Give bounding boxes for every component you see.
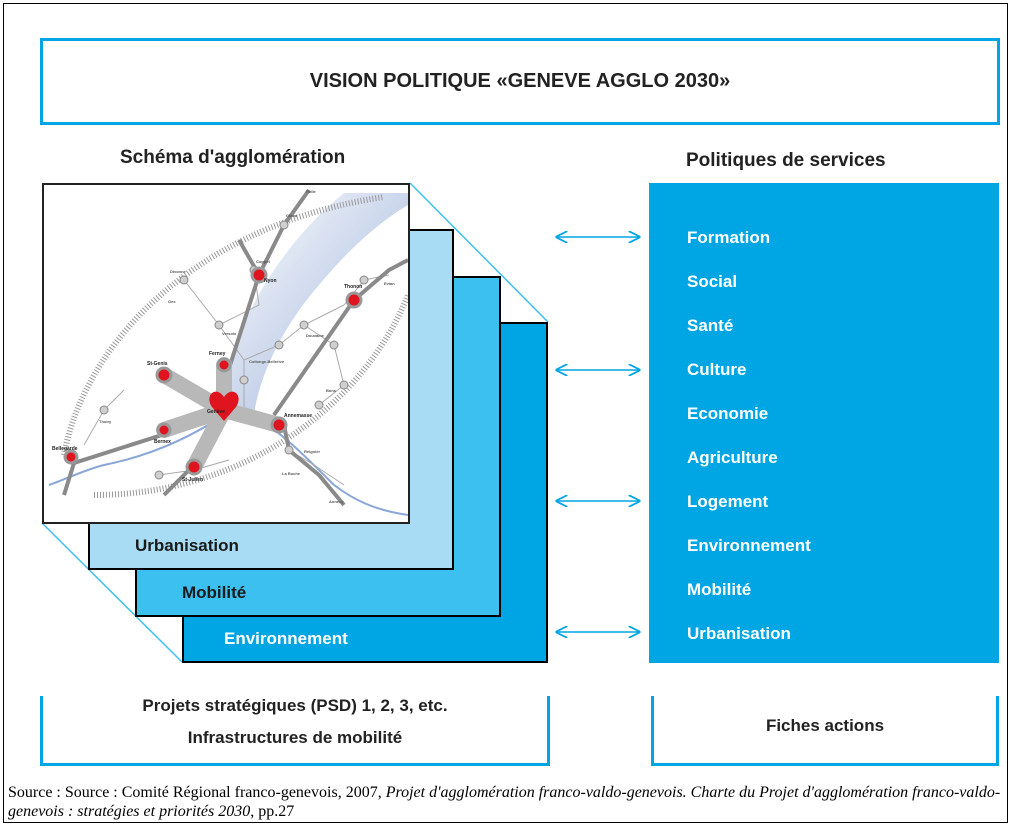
lake-shape	[224, 193, 408, 415]
service-mobilite: Mobilité	[687, 580, 752, 599]
strategic-projects-bracket: Projets stratégiques (PSD) 1, 2, 3, etc.…	[40, 696, 550, 766]
services-panel: Formation Social Santé Culture Economie …	[649, 183, 999, 663]
service-social: Social	[687, 272, 738, 291]
label-gex: Gex	[168, 299, 176, 304]
label-douvaine: Douvaine	[306, 333, 325, 338]
perspective-line-bottom	[41, 522, 183, 663]
label-bellegarde: Bellegarde	[52, 446, 78, 452]
label-ferney: Ferney	[209, 351, 226, 357]
label-bernex: Bernex	[154, 439, 171, 445]
label-evian: Evian	[384, 281, 395, 286]
node-nyon	[250, 266, 268, 284]
service-environnement: Environnement	[687, 536, 811, 555]
geneve-heart-icon	[209, 391, 239, 421]
vision-title-box: VISION POLITIQUE «GENEVE AGGLO 2030»	[40, 38, 1000, 125]
node-annemasse	[270, 416, 288, 434]
vision-title: VISION POLITIQUE «GENEVE AGGLO 2030»	[309, 70, 731, 92]
label-geneve: Genève	[207, 409, 225, 415]
layer-mobilite-label: Mobilité	[182, 583, 247, 602]
layer-environnement-label: Environnement	[224, 629, 348, 648]
hatched-arc-north	[61, 194, 385, 456]
strategic-projects-line1: Projets stratégiques (PSD) 1, 2, 3, etc.	[142, 696, 448, 715]
service-sante: Santé	[687, 316, 734, 335]
label-divonne: Divonne	[170, 269, 187, 274]
node-thonon	[345, 291, 363, 309]
caption-prefix: Source : Source : Comité Régional franco…	[8, 784, 386, 801]
label-st-genis: St-Genis	[147, 361, 168, 367]
agglomeration-map-drawing: Nyon Thonon St-Genis Ferney Genève Annem…	[48, 188, 411, 516]
fiches-actions-bracket: Fiches actions	[651, 696, 999, 766]
left-heading: Schéma d'agglomération	[120, 147, 346, 168]
label-thonon: Thonon	[344, 284, 362, 290]
label-nyon: Nyon	[264, 278, 277, 284]
label-la-roche: La Roche	[282, 471, 301, 476]
label-bons: Bons	[326, 388, 337, 393]
service-agriculture: Agriculture	[687, 448, 778, 467]
figure-frame	[3, 3, 1008, 823]
node-bernex	[156, 422, 172, 438]
perspective-line-top	[409, 182, 549, 323]
secondary-nodes	[99, 220, 369, 480]
label-coppet: Coppet	[256, 259, 270, 264]
caption-suffix: , pp.27	[250, 803, 295, 820]
node-bellegarde	[63, 449, 79, 465]
service-logement: Logement	[687, 492, 769, 511]
service-formation: Formation	[687, 228, 771, 247]
caption-title: Projet d'agglomération franco-valdo-gene…	[8, 784, 1001, 820]
source-caption: Source : Source : Comité Régional franco…	[8, 783, 1003, 821]
right-heading: Politiques de services	[686, 150, 886, 171]
fiches-actions-label: Fiches actions	[765, 716, 885, 735]
service-urbanisation: Urbanisation	[687, 624, 791, 643]
node-ferney	[216, 357, 232, 373]
strategic-projects-line2: Infrastructures de mobilité	[187, 728, 403, 747]
label-gland: Gland	[286, 213, 298, 218]
main-nodes	[63, 266, 363, 476]
service-culture: Culture	[687, 360, 747, 379]
label-versoix: Versoix	[222, 331, 237, 336]
label-thoiry: Thoiry	[99, 419, 112, 424]
node-st-julien	[185, 458, 203, 476]
node-st-genis	[155, 366, 173, 384]
label-rolle: Rolle	[306, 189, 317, 194]
label-reignier: Reignier	[304, 449, 320, 454]
label-annemasse: Annemasse	[284, 413, 312, 419]
layer-urbanisation-label: Urbanisation	[135, 536, 239, 555]
agglomeration-map: Nyon Thonon St-Genis Ferney Genève Annem…	[42, 183, 411, 524]
label-collonge: Collonge-Bellerive	[249, 359, 285, 364]
label-st-julien: St-Julien	[182, 477, 203, 483]
label-annecy: Annecy	[329, 499, 344, 504]
service-economie: Economie	[687, 404, 769, 423]
